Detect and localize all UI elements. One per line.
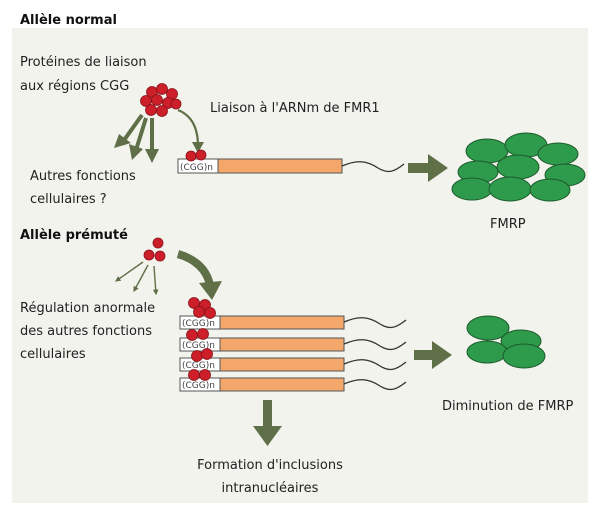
arrow-head (129, 144, 143, 160)
poly-a-tail (343, 317, 407, 329)
fmrp-protein (466, 315, 510, 341)
normal-mrna-transcript: (CGG)n (177, 149, 405, 174)
protein-dot (156, 105, 168, 117)
fmrp-protein (529, 178, 571, 202)
premutated-allele-title: Allèle prémuté (20, 228, 128, 243)
arrow-shaft (134, 117, 148, 151)
coding-region-bar (219, 337, 345, 352)
abnormal-regulation-line3: cellulaires (20, 347, 86, 362)
inclusion-arrow (253, 400, 282, 446)
fmrp-protein (488, 176, 532, 202)
protein-dot (186, 329, 198, 341)
protein-dot (188, 369, 200, 381)
cgg-repeat-label: (CGG)n (182, 319, 215, 329)
binding-curved-arrow (177, 108, 200, 147)
binding-proteins-label-line1: Protéines de liaison (20, 55, 147, 70)
fmrp-protein-cluster (451, 132, 586, 202)
protein-dot (193, 306, 205, 318)
protein-cluster-normal (140, 83, 182, 117)
premutated-curved-arrow (176, 250, 214, 287)
arrow-head (114, 134, 131, 148)
coding-region-bar (219, 357, 345, 372)
diagram-panel (12, 28, 588, 503)
fmrp-protein (537, 142, 579, 166)
cgg-repeat-label: (CGG)n (182, 341, 215, 351)
poly-a-tail (341, 161, 405, 173)
binding-arrow-head (192, 142, 204, 153)
sequestered-protein-pile (186, 297, 216, 381)
protein-dot (191, 350, 203, 362)
premutated-arrow-head (199, 281, 222, 300)
coding-region-bar (217, 158, 343, 174)
premutated-mrna-transcript: (CGG)n (179, 337, 407, 352)
arrow-shaft (414, 350, 434, 360)
thin-arrow (115, 261, 144, 282)
other-functions-arrows (114, 113, 159, 163)
inclusions-label-line1: Formation d'inclusions (197, 458, 343, 473)
abnormal-regulation-line1: Régulation anormale (20, 301, 155, 316)
mrna-binding-label: Liaison à l'ARNm de FMR1 (210, 101, 380, 116)
premutated-mrna-transcript: (CGG)n (179, 357, 407, 372)
protein-dot (170, 98, 182, 110)
other-functions-label-line1: Autres fonctions (30, 169, 136, 184)
poly-a-tail (343, 379, 407, 391)
abnormal-regulation-arrows (115, 261, 159, 296)
premutated-mrna-transcript: (CGG)n (179, 315, 407, 330)
protein-dot (197, 328, 209, 340)
binding-proteins-label-line2: aux régions CGG (20, 79, 129, 94)
reduced-fmrp-cluster (466, 315, 546, 369)
protein-dot (154, 250, 166, 262)
fmrp-protein (496, 154, 540, 180)
abnormal-regulation-line2: des autres fonctions (20, 324, 152, 339)
arrow-head (253, 426, 282, 446)
fmrp-reduction-label: Diminution de FMRP (442, 399, 574, 414)
other-functions-label-line2: cellulaires ? (30, 192, 107, 207)
thin-arrow (133, 264, 149, 292)
arrow-shaft (408, 163, 430, 173)
protein-dot (145, 104, 157, 116)
cgg-repeat-label: (CGG)n (182, 361, 215, 371)
protein-dot (204, 307, 216, 319)
protein-cluster-premutated (143, 237, 166, 262)
protein-dot (151, 94, 163, 106)
arrow-head (145, 149, 159, 163)
arrow-shaft (120, 113, 144, 145)
protein-dot (156, 83, 168, 95)
fmrp-protein (502, 343, 546, 369)
fmrp-protein (466, 340, 508, 364)
inclusions-label-line2: intranucléaires (222, 481, 319, 496)
bound-protein-dot (185, 150, 197, 162)
arrow-head (432, 341, 452, 369)
normal-allele-title: Allèle normal (20, 13, 117, 28)
protein-dot (199, 369, 211, 381)
translation-arrow-normal (408, 154, 448, 182)
arrow-head (428, 154, 448, 182)
fmrp-label: FMRP (490, 217, 526, 232)
premutated-mrna-transcript: (CGG)n (179, 377, 407, 392)
protein-dot (152, 237, 164, 249)
translation-arrow-premutated (414, 341, 452, 369)
coding-region-bar (219, 315, 345, 330)
fmrp-protein (451, 177, 493, 201)
protein-dot (201, 348, 213, 360)
poly-a-tail (343, 359, 407, 371)
cgg-repeat-label: (CGG)n (180, 163, 213, 173)
arrow-shaft (263, 400, 272, 428)
thin-arrow (152, 265, 159, 296)
coding-region-bar (219, 377, 345, 392)
protein-dot (143, 249, 155, 261)
poly-a-tail (343, 339, 407, 351)
cgg-repeat-label: (CGG)n (182, 381, 215, 391)
bound-protein-dot (195, 149, 207, 161)
